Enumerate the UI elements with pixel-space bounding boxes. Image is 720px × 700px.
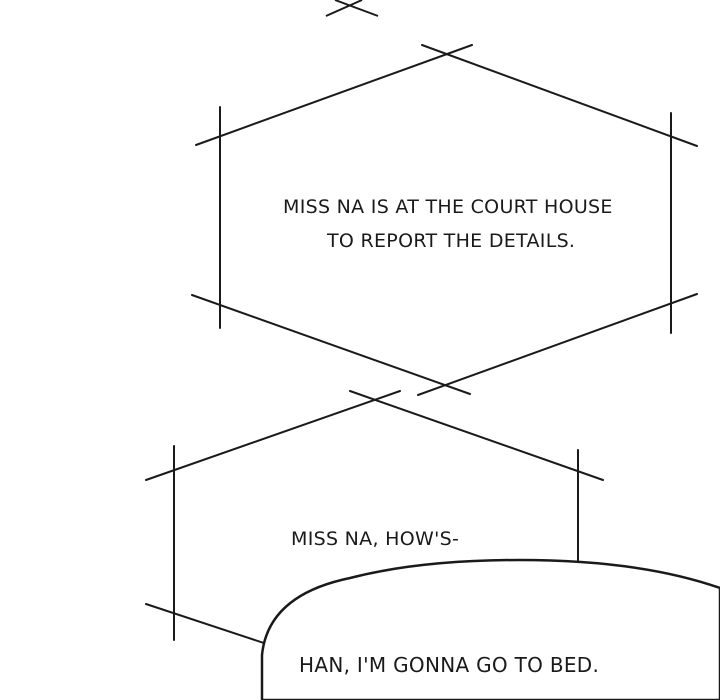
bubble-one-line-one: MISS NA IS AT THE COURT HOUSE: [283, 196, 613, 218]
top-cross-mark: [325, 0, 379, 17]
bubble-three-line-one: HAN, I'M GONNA GO TO BED.: [299, 653, 600, 677]
hexagon-bubble-two: [145, 390, 604, 651]
rounded-speech-bubble: [260, 558, 720, 700]
bubble-one-line-two: TO REPORT THE DETAILS.: [327, 230, 576, 252]
hexagon-bubble-one: [191, 44, 698, 396]
bubble-two-line-one: MISS NA, HOW'S-: [291, 528, 460, 550]
